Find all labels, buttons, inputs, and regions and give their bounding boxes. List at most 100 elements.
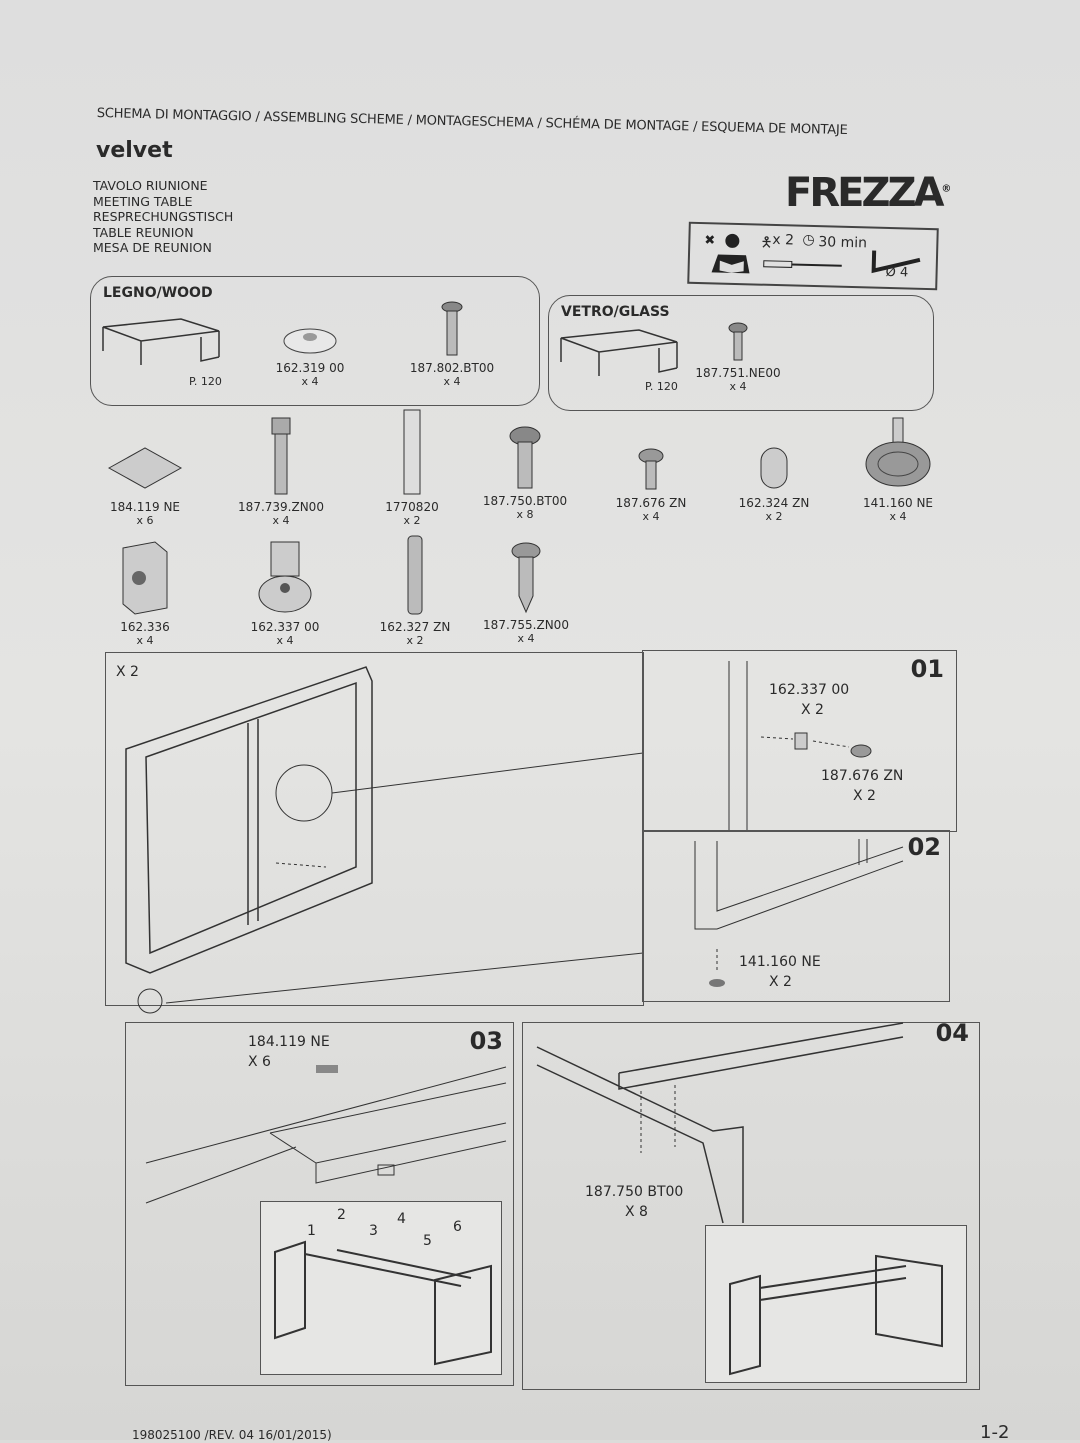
- part-qty: X 2: [853, 788, 876, 804]
- screw-icon: [728, 322, 748, 361]
- leg-frame-illustration: [125, 666, 644, 1014]
- document-code: 198025100 /REV. 04 16/01/2015): [132, 1428, 332, 1442]
- inset-frame-illustration: [274, 1240, 492, 1366]
- subtitle-it: TAVOLO RIUNIONE: [93, 178, 208, 193]
- step-03-illustration: [145, 1065, 507, 1204]
- code: 1770820: [385, 500, 439, 514]
- code: 162.319 00: [275, 361, 345, 375]
- step-01-panel: 01 162.337 00 X 2 187.676 ZN X 2: [642, 650, 957, 832]
- step-03-inset: 1 2 3 4 5 6: [260, 1201, 502, 1375]
- read-instructions-icon: ✖: [704, 233, 750, 274]
- code: 187.739.ZN00: [238, 500, 324, 514]
- product-name: velvet: [96, 138, 173, 163]
- qty: x 8: [516, 508, 534, 521]
- qty: x 4: [517, 632, 535, 645]
- wood-screw-icon: [511, 542, 541, 614]
- tools-box: ✖ 🯅 x 2 ◷ 30 min Ø 4: [687, 221, 939, 291]
- bracket-icon: [258, 541, 312, 613]
- qty: x 4: [276, 634, 294, 647]
- group-title: VETRO/GLASS: [561, 304, 670, 320]
- part-code: 187.750 BT00: [585, 1184, 684, 1200]
- post-icon: [403, 409, 421, 495]
- overview-quantity: X 2: [116, 664, 139, 680]
- clock-icon: ◷: [802, 231, 815, 249]
- qty: x 6: [136, 514, 154, 527]
- block-icon: [122, 541, 168, 615]
- page-number: 1-2: [980, 1422, 1010, 1443]
- qty: x 4: [889, 510, 907, 523]
- subtitle-de: RESPRECHUNGSTISCH: [93, 209, 234, 224]
- step-number: 04: [935, 1019, 969, 1047]
- screw-icon: [509, 426, 541, 489]
- step-04-inset: [705, 1225, 967, 1383]
- qty: x 2: [403, 514, 421, 527]
- step-02-illustration: [694, 839, 904, 987]
- step-04-illustration: [536, 1022, 904, 1224]
- inset-assembled-frame-illustration: [729, 1254, 943, 1376]
- pad-icon: [107, 447, 183, 489]
- sequence-1: 1: [307, 1223, 316, 1239]
- part-qty: X 8: [625, 1204, 648, 1220]
- code: 187.802.BT00: [409, 361, 495, 375]
- code: 162.327 ZN: [379, 620, 451, 634]
- part-qty: X 2: [769, 974, 792, 990]
- step-02-panel: 02 141.160 NE X 2: [642, 830, 950, 1002]
- glass-table-illustration: [560, 329, 678, 376]
- qty: x 4: [642, 510, 660, 523]
- qty: x 2: [765, 510, 783, 523]
- step-number: 03: [469, 1027, 503, 1055]
- step-03-panel: 03 184.119 NE X 6 1 2 3 4 5 6: [125, 1022, 514, 1386]
- code: 184.119 NE: [110, 500, 180, 514]
- code: 162.324 ZN: [738, 496, 810, 510]
- step-number: 01: [910, 655, 944, 683]
- dowel-icon: [407, 535, 423, 615]
- step-overview-panel: X 2: [105, 652, 644, 1014]
- part-qty: X 6: [248, 1054, 271, 1070]
- sequence-2: 2: [337, 1207, 346, 1223]
- hex-key-size: Ø 4: [885, 264, 909, 281]
- svg-text:✖: ✖: [704, 233, 715, 248]
- leveling-foot-icon: [865, 417, 931, 487]
- sequence-3: 3: [369, 1223, 378, 1239]
- step-01-illustration: [728, 661, 872, 831]
- bolt-icon: [271, 417, 291, 495]
- screwdriver-icon: [763, 260, 842, 268]
- qty: x 4: [729, 380, 747, 393]
- table-size: P. 120: [189, 375, 222, 388]
- screw-icon: [638, 448, 664, 490]
- assembly-time: 30 min: [818, 234, 868, 252]
- step-04-panel: 04 187.750 BT00 X 8: [522, 1019, 980, 1390]
- code: 162.337 00: [250, 620, 320, 634]
- part-code: 184.119 NE: [248, 1034, 330, 1050]
- sequence-6: 6: [453, 1219, 462, 1235]
- qty: x 4: [443, 375, 461, 388]
- qty: x 4: [301, 375, 319, 388]
- part-code: 187.676 ZN: [821, 768, 904, 784]
- code: 187.676 ZN: [615, 496, 687, 510]
- subtitle-es: MESA DE REUNION: [93, 240, 212, 255]
- brand-logo: FREZZA®: [785, 170, 951, 216]
- code: 187.751.NE00: [695, 366, 781, 380]
- code: 162.336: [120, 620, 170, 634]
- wood-table-illustration: [102, 318, 220, 365]
- connector-disc-icon: [283, 328, 337, 354]
- product-subtitles: TAVOLO RIUNIONE MEETING TABLE RESPRECHUN…: [93, 178, 233, 256]
- code: 141.160 NE: [863, 496, 933, 510]
- part-qty: X 2: [801, 702, 824, 718]
- subtitle-en: MEETING TABLE: [93, 193, 193, 209]
